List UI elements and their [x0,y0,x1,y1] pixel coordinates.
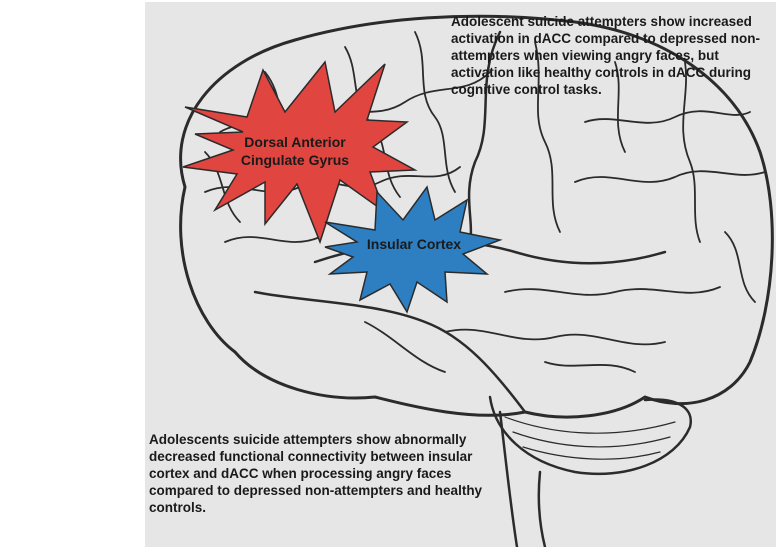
diagram-panel: Adolescent suicide attempters show incre… [145,2,776,547]
insula-connectivity-annotation-text: Adolescents suicide attempters show abno… [149,431,489,516]
insular-cortex-label: Insular Cortex [359,235,469,253]
dacc-label: Dorsal Anterior Cingulate Gyrus [215,133,375,169]
